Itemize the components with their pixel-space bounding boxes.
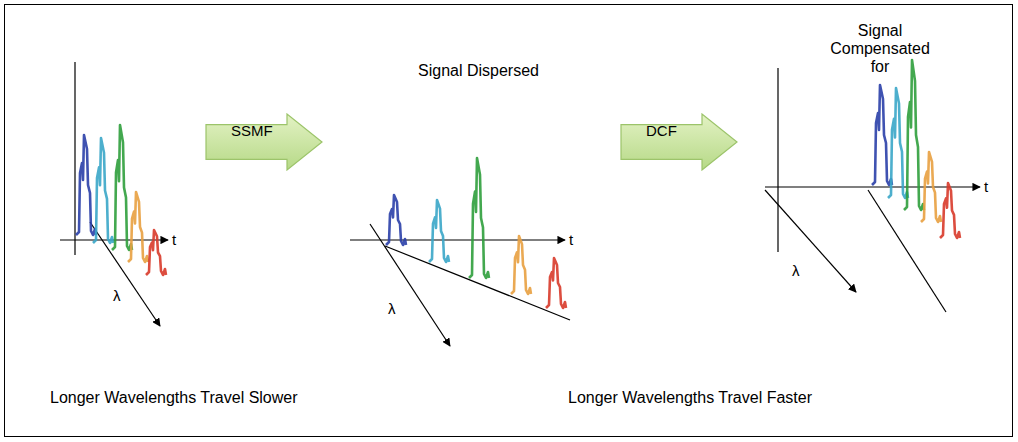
arrow-shape (620, 113, 738, 171)
panel-title: Signal Compensated for (820, 22, 940, 76)
signal-pulse (872, 85, 892, 185)
caption-note: Longer Wavelengths Travel Faster (568, 389, 812, 407)
time-axis (350, 239, 565, 240)
signal-pulse (511, 236, 531, 294)
arrow-block: SSMF (205, 113, 323, 171)
panel-title: Signal Dispersed (418, 62, 539, 80)
arrow-block: DCF (620, 113, 738, 171)
caption-note: Longer Wavelengths Travel Slower (50, 389, 298, 407)
signal-pulse (546, 258, 566, 308)
axis-label: λ (792, 262, 800, 280)
fiber-label: DCF (620, 113, 738, 139)
signal-pulse (93, 138, 113, 243)
wavelength-axis (90, 222, 160, 326)
wavelength-axis (370, 224, 450, 346)
arrow-outline (206, 114, 322, 170)
frame (5, 5, 1013, 437)
amplitude-axis (777, 68, 778, 252)
axis-label: t (569, 231, 573, 249)
signal-pulse (429, 200, 449, 262)
pulses (76, 60, 960, 308)
signal-pulse (76, 135, 96, 235)
axis-label: λ (113, 287, 121, 305)
signal-pulse (469, 158, 489, 278)
wavelength-axis (765, 190, 856, 292)
axis-label: t (172, 231, 176, 249)
axis-label: λ (388, 300, 396, 318)
signal-pulse (146, 230, 166, 275)
axes (60, 62, 980, 346)
signal-pulse (904, 60, 924, 210)
signal-pulse (128, 192, 148, 262)
dispersion-line (385, 246, 570, 320)
amplitude-axis (74, 62, 75, 255)
fiber-label: SSMF (205, 113, 323, 139)
signal-pulse (940, 183, 960, 238)
signal-pulse (386, 195, 406, 245)
arrow-outline (621, 114, 737, 170)
signal-pulse (112, 125, 132, 250)
axis-label: t (984, 178, 988, 196)
arrow-shape (205, 113, 323, 171)
signal-pulse (921, 152, 941, 222)
signal-pulse (888, 88, 908, 198)
